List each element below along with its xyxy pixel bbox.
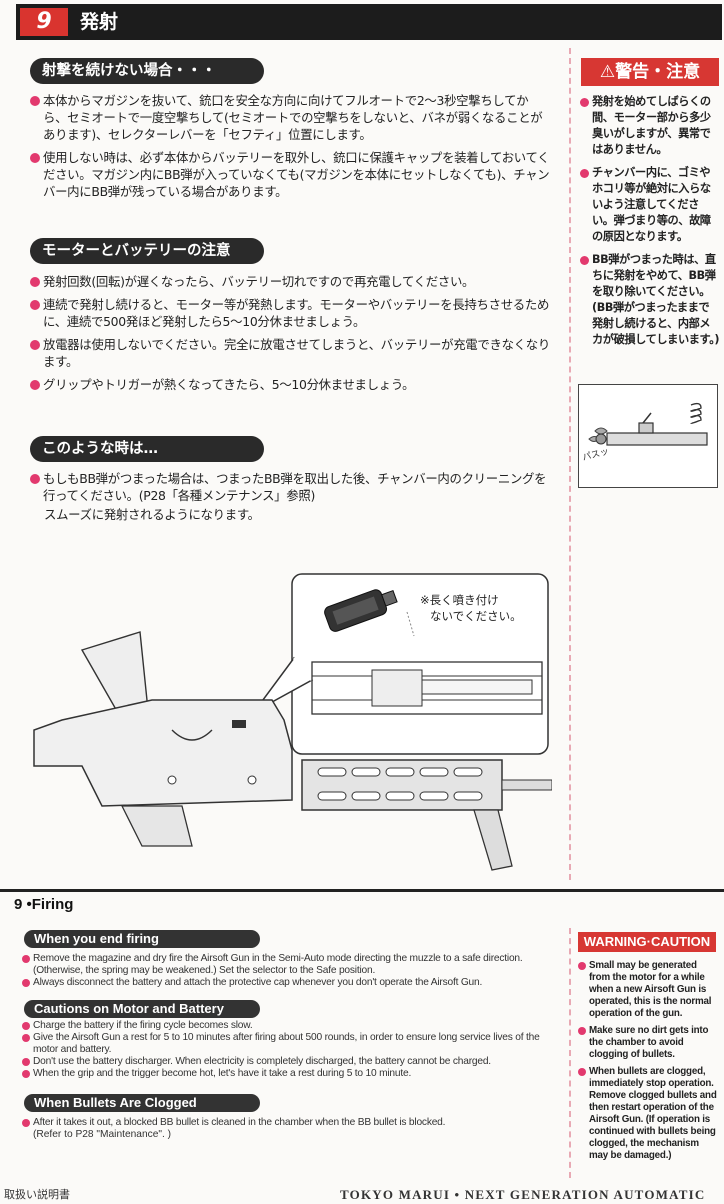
- warning-triangle-icon: ⚠: [599, 62, 616, 82]
- en-note: (Refer to P28 "Maintenance". ): [33, 1129, 172, 1140]
- muzzle-spring-illustration: パスッ: [578, 384, 718, 488]
- gun-cleaning-illustration: [22, 570, 553, 880]
- en-section-heading-2: Cautions on Motor and Battery: [24, 1000, 260, 1018]
- section-divider: [0, 889, 724, 892]
- en-side-divider: [569, 928, 571, 1178]
- list-item: Give the Airsoft Gun a rest for 5 to 10 …: [22, 1032, 552, 1056]
- list-item: Make sure no dirt gets into the chamber …: [578, 1025, 718, 1061]
- page-title: 発射: [80, 11, 119, 33]
- jp-section-list-1: 本体からマガジンを抜いて、銃口を安全な方向に向けてフルオートで2〜3秒空撃ちして…: [30, 92, 552, 206]
- list-item: When the grip and the trigger become hot…: [22, 1068, 552, 1080]
- bullet-dot-icon: [580, 98, 589, 107]
- warning-badge: ⚠警告・注意: [581, 58, 719, 86]
- jp-section-heading-1: 射撃を続けない場合・・・: [30, 58, 264, 84]
- footer-manual-label: 取扱い説明書: [4, 1188, 70, 1201]
- bullet-dot-icon: [30, 474, 40, 484]
- warning-en-list: Small may be generated from the motor fo…: [578, 960, 718, 1167]
- muzzle-spring-icon: パスッ: [581, 402, 708, 464]
- en-section-title: 9 •Firing: [14, 896, 74, 913]
- bullet-dot-icon: [578, 1027, 586, 1035]
- bullet-dot-icon: [30, 96, 40, 106]
- en-section-heading-1: When you end firing: [24, 930, 260, 948]
- bullet-dot-icon: [22, 979, 30, 987]
- list-item: Remove the magazine and dry fire the Air…: [22, 953, 552, 977]
- jp-title-bar: 9 発射: [16, 4, 722, 40]
- en-section-list-1: Remove the magazine and dry fire the Air…: [22, 953, 552, 989]
- jp-section-list-2: 発射回数(回転)が遅くなったら、バッテリー切れですので再充電してください。 連続…: [30, 273, 552, 399]
- bullet-dot-icon: [30, 380, 40, 390]
- list-item: 使用しない時は、必ず本体からバッテリーを取外し、銃口に保護キャップを装着しておい…: [30, 149, 552, 200]
- warning-en-badge: WARNING·CAUTION: [578, 932, 716, 952]
- bullet-dot-icon: [580, 256, 589, 265]
- bullet-dot-icon: [580, 169, 589, 178]
- list-item: 発射を始めてしばらくの間、モーター部から多少臭いがしますが、異常ではありません。: [580, 94, 720, 158]
- bullet-dot-icon: [22, 1034, 30, 1042]
- bullet-dot-icon: [22, 1022, 30, 1030]
- bullet-dot-icon: [30, 300, 40, 310]
- list-item: When bullets are clogged, immediately st…: [578, 1066, 718, 1162]
- bullet-dot-icon: [22, 1070, 30, 1078]
- list-item: Small may be generated from the motor fo…: [578, 960, 718, 1020]
- bullet-dot-icon: [30, 277, 40, 287]
- en-section-heading-3: When Bullets Are Clogged: [24, 1094, 260, 1112]
- jp-section-heading-2: モーターとバッテリーの注意: [30, 238, 264, 264]
- jp-section-list-3: もしもBB弾がつまった場合は、つまったBB弾を取出した後、チャンバー内のクリーニ…: [30, 470, 552, 510]
- bullet-dot-icon: [578, 962, 586, 970]
- list-item: 発射回数(回転)が遅くなったら、バッテリー切れですので再充電してください。: [30, 273, 552, 290]
- list-item: BB弾がつまった時は、直ちに発射をやめて、BB弾を取り除いてください。(BB弾が…: [580, 252, 720, 348]
- list-item: チャンバー内に、ゴミやホコリ等が絶対に入らないよう注意してください。弾づまり等の…: [580, 165, 720, 245]
- list-item: もしもBB弾がつまった場合は、つまったBB弾を取出した後、チャンバー内のクリーニ…: [30, 470, 552, 504]
- bullet-dot-icon: [30, 153, 40, 163]
- list-item: Don't use the battery discharger. When e…: [22, 1056, 552, 1068]
- list-item: 連続で発射し続けると、モーター等が発熱します。モーターやバッテリーを長持ちさせる…: [30, 296, 552, 330]
- bullet-dot-icon: [22, 1119, 30, 1127]
- list-item: 本体からマガジンを抜いて、銃口を安全な方向に向けてフルオートで2〜3秒空撃ちして…: [30, 92, 552, 143]
- list-item: Always disconnect the battery and attach…: [22, 977, 552, 989]
- section-number: 9: [20, 8, 68, 36]
- jp-side-divider: [569, 48, 571, 880]
- footer-brand: TOKYO MARUI • NEXT GENERATION AUTOMATIC: [340, 1187, 706, 1202]
- jp-section-heading-3: このような時は…: [30, 436, 264, 462]
- list-item: After it takes it out, a blocked BB bull…: [22, 1117, 552, 1129]
- bullet-dot-icon: [22, 1058, 30, 1066]
- en-section-list-3: After it takes it out, a blocked BB bull…: [22, 1117, 552, 1129]
- airsoft-gun-icon: [33, 573, 553, 871]
- list-item: Charge the battery if the firing cycle b…: [22, 1020, 552, 1032]
- warning-list: 発射を始めてしばらくの間、モーター部から多少臭いがしますが、異常ではありません。…: [580, 94, 720, 355]
- list-item: グリップやトリガーが熱くなってきたら、5〜10分休ませましょう。: [30, 376, 552, 393]
- bullet-dot-icon: [30, 340, 40, 350]
- bullet-dot-icon: [578, 1068, 586, 1076]
- spray-caution-note: ※長く噴き付け ないでください。: [420, 593, 522, 623]
- bullet-dot-icon: [22, 955, 30, 963]
- sound-effect-label: パスッ: [581, 446, 610, 464]
- jp-note: スムーズに発射されるようになります。: [44, 507, 260, 522]
- en-section-list-2: Charge the battery if the firing cycle b…: [22, 1020, 552, 1080]
- list-item: 放電器は使用しないでください。完全に放電させてしまうと、バッテリーが充電できなく…: [30, 336, 552, 370]
